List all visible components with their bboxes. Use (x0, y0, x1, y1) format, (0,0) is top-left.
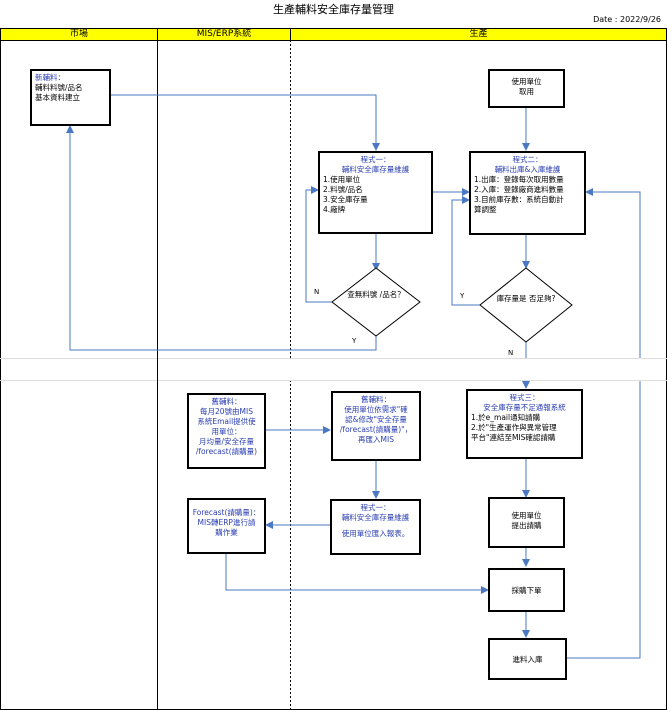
program1b-line: 使用單位匯入報表。 (341, 529, 410, 538)
old-material-mis-line: 系統Email提供使 (197, 417, 256, 426)
program2-line: 3.目前庫存數：系統自動計 (474, 195, 564, 204)
use-unit-receive-line: 取用 (519, 87, 534, 96)
stock-decision: 庫存量是 否足夠? (496, 294, 556, 304)
receive-stock-line: 進料入庫 (512, 655, 543, 664)
new-material-line: 輔料料號/品名 (35, 83, 83, 92)
program3-line: 平台"連結至MIS確認請購 (471, 433, 556, 442)
stock-decision-line: 否足夠? (528, 294, 556, 303)
page-title: 生產輔料安全庫存量管理 (273, 3, 394, 16)
program2-line: 1.出庫：登錄每次取用數量 (474, 175, 564, 184)
label-n-query: N (314, 288, 320, 296)
program2-line: 算調整 (474, 205, 497, 214)
use-unit-receive-line: 使用單位 (511, 77, 542, 86)
old-material-mis-line: 用單位： (211, 427, 242, 436)
program1-box: 程式一： 輔料安全庫存量維護 1.使用單位 2.料號/品名 3.安全庫存量 4.… (318, 151, 433, 234)
old-material-confirm-box: 舊輔料： 使用單位依需求"確 認&修改"安全存量 /forecast(請購量)"… (331, 391, 421, 461)
forecast-line: Forecast(請購量)： (192, 508, 261, 517)
label-y-stock: Y (460, 292, 465, 300)
purchase-order-line: 採購下單 (511, 586, 542, 595)
forecast-box: Forecast(請購量)： MIS轉ERP進行請 購作業 (187, 498, 266, 554)
program1b-title: 程式一： (360, 503, 391, 512)
program1-title: 程式一： (360, 155, 391, 164)
old-material-confirm-line: 再匯入MIS (358, 435, 394, 444)
program2-line: 2.入庫：登錄廠商進料數量 (474, 185, 564, 194)
old-material-confirm-line: /forecast(請購量)"， (339, 425, 413, 434)
program3-line: 2.於"生產運作與異常管理 (471, 423, 557, 432)
purchase-order-box: 採購下單 (488, 568, 565, 612)
old-material-confirm-line: 認&修改"安全存量 (345, 415, 407, 424)
lane-market: 市場 (0, 28, 158, 41)
program2-title: 程式二： (512, 155, 543, 164)
use-unit-request-line: 提出請購 (511, 521, 542, 530)
program1-line: 2.料號/品名 (323, 185, 363, 194)
query-decision: 查無料號 /品名？ (346, 290, 406, 300)
program1b-subtitle: 輔料安全庫存量維護 (341, 513, 410, 522)
program3-box: 程式三： 安全庫存量不足通報系統 1.於e_mail通知請購 2.於"生產運作與… (466, 389, 583, 459)
stock-decision-shape (479, 267, 573, 343)
query-decision-shape (331, 267, 421, 337)
lane-production: 生產 (290, 28, 667, 41)
old-material-confirm-line: 舊輔料： (361, 395, 391, 404)
query-decision-line: /品名？ (379, 290, 405, 299)
old-material-mis-line: 舊輔料： (211, 397, 242, 406)
lane-mis: MIS/ERP系統 (157, 28, 291, 41)
program1-line: 3.安全庫存量 (323, 195, 368, 204)
old-material-mis-box: 舊輔料： 每月20號由MIS 系統Email提供使 用單位： 月均量/安全存量 … (187, 393, 266, 469)
program1-subtitle: 輔料安全庫存量維護 (341, 165, 410, 174)
forecast-line: MIS轉ERP進行請 (197, 518, 256, 527)
program3-subtitle: 安全庫存量不足通報系統 (483, 403, 566, 412)
query-decision-line: 查無料號 (347, 290, 378, 299)
program2-subtitle: 輔料出庫&入庫維護 (494, 165, 561, 174)
receive-stock-box: 進料入庫 (488, 638, 567, 680)
program3-title: 程式三： (509, 393, 540, 402)
use-unit-receive-box: 使用單位 取用 (488, 69, 565, 108)
program3-line: 1.於e_mail通知請購 (471, 413, 541, 422)
program1b-box: 程式一： 輔料安全庫存量維護 使用單位匯入報表。 (330, 499, 421, 555)
program2-box: 程式二： 輔料出庫&入庫維護 1.出庫：登錄每次取用數量 2.入庫：登錄廠商進料… (469, 151, 586, 235)
old-material-mis-line: /forecast(請購量) (195, 447, 258, 456)
old-material-mis-line: 月均量/安全存量 (198, 437, 255, 446)
label-y-query: Y (352, 337, 357, 345)
label-n-stock: N (508, 349, 514, 357)
program1-line: 1.使用單位 (323, 175, 361, 184)
new-material-title: 新輔料： (35, 73, 65, 82)
program1-line: 4.廠牌 (323, 205, 346, 214)
old-material-mis-line: 每月20號由MIS (200, 407, 253, 416)
new-material-line: 基本資料建立 (35, 93, 80, 102)
stock-decision-line: 庫存量是 (496, 294, 527, 303)
old-material-confirm-line: 使用單位依需求"確 (344, 405, 408, 414)
use-unit-request-line: 使用單位 (511, 511, 542, 520)
use-unit-request-box: 使用單位 提出請購 (488, 497, 565, 548)
forecast-line: 購作業 (215, 528, 238, 537)
new-material-box: 新輔料： 輔料料號/品名 基本資料建立 (30, 69, 111, 126)
date-label: Date : 2022/9/26 (593, 15, 661, 24)
